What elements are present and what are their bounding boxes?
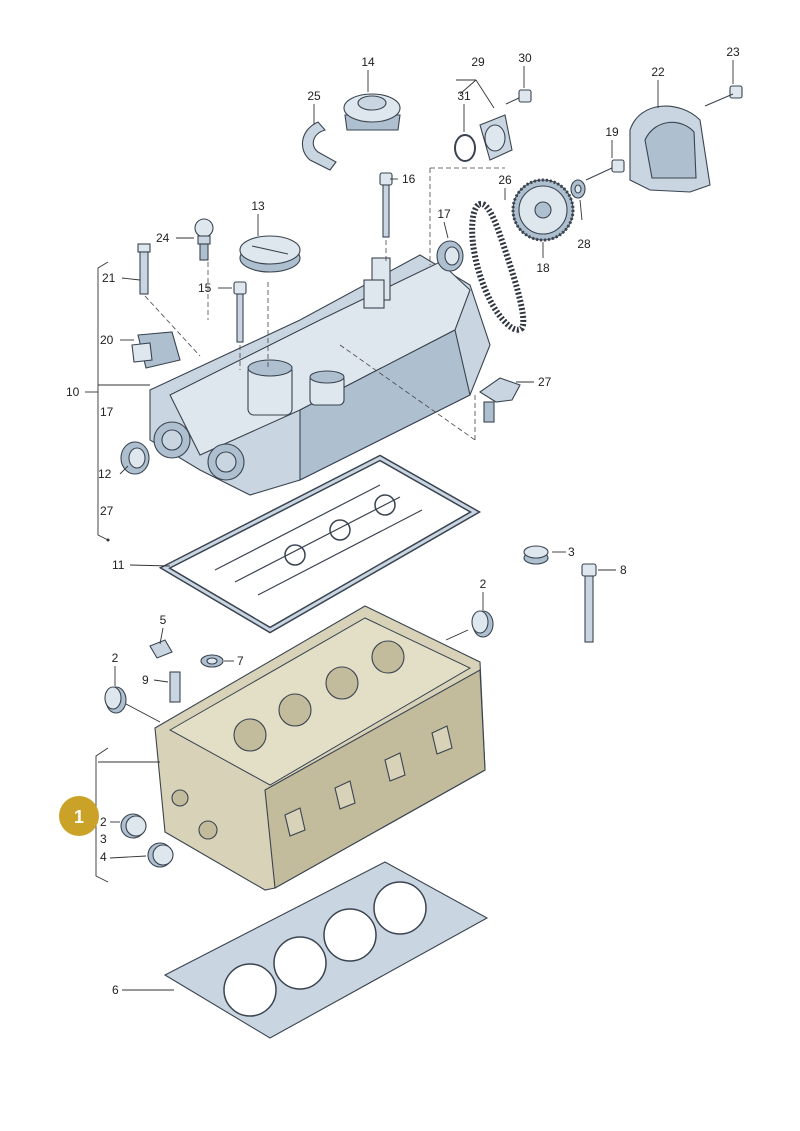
label-7: 7 (237, 654, 244, 668)
label-15: 15 (198, 281, 212, 295)
flange-29-part[interactable] (479, 114, 513, 161)
sleeve-9-part[interactable] (169, 671, 181, 703)
bolt-8-part[interactable] (581, 563, 597, 643)
cylinder-head-gasket-part[interactable] (163, 861, 489, 1039)
label-2-left: 2 (112, 651, 119, 665)
label-30: 30 (518, 51, 532, 65)
seal-ring-17-part[interactable] (436, 240, 464, 272)
toothed-belt-part[interactable] (469, 200, 527, 333)
label-11: 11 (112, 558, 125, 572)
label-27-bracket: 27 (100, 504, 114, 518)
label-12: 12 (98, 467, 112, 481)
label-3-lower: 3 (100, 832, 107, 846)
label-31: 31 (457, 89, 471, 103)
label-9: 9 (142, 673, 149, 687)
plug-2-left-part[interactable] (104, 686, 127, 714)
seal-ring-12-part[interactable] (120, 441, 150, 475)
label-17-bracket: 17 (100, 405, 114, 419)
plug-2-lower-part[interactable] (120, 813, 147, 839)
assembly-guide-lines (144, 167, 505, 441)
stud-24-part[interactable] (194, 218, 214, 261)
label-14: 14 (361, 55, 375, 69)
label-2-lower: 2 (100, 815, 107, 829)
bolt-30-part[interactable] (505, 89, 532, 105)
breather-hose-part[interactable] (301, 121, 337, 171)
label-27-sensor: 27 (538, 375, 552, 389)
oil-filler-cap-part[interactable] (343, 93, 401, 131)
cylinder-head-part[interactable] (154, 605, 486, 891)
plug-4-part[interactable] (147, 842, 174, 868)
label-21: 21 (102, 271, 116, 285)
label-13: 13 (251, 199, 265, 213)
valve-cover-gasket-part[interactable] (158, 454, 482, 634)
label-26: 26 (498, 173, 512, 187)
bolt-19-part[interactable] (585, 159, 625, 181)
label-8: 8 (620, 563, 627, 577)
label-6: 6 (112, 983, 119, 997)
valve-cover-part[interactable] (149, 254, 491, 496)
part-labels: 14 25 29 31 30 22 23 19 26 28 18 13 16 1… (66, 45, 740, 997)
seal-7-part[interactable] (200, 654, 224, 668)
label-29: 29 (471, 55, 485, 69)
camshaft-sprocket-part[interactable] (511, 178, 575, 242)
label-4: 4 (100, 850, 107, 864)
pressure-valve-20-part[interactable] (131, 331, 181, 369)
sealing-plug-3-part[interactable] (523, 545, 549, 565)
label-28: 28 (577, 237, 591, 251)
sensor-27-part[interactable] (479, 377, 521, 423)
label-18: 18 (536, 261, 550, 275)
plug-2-right-part[interactable] (471, 610, 494, 638)
stud-21-part[interactable] (137, 243, 151, 295)
label-24: 24 (156, 231, 170, 245)
highlight-marker-1[interactable]: 1 (59, 796, 99, 836)
label-10: 10 (66, 385, 80, 399)
label-3-top: 3 (568, 545, 575, 559)
label-23: 23 (726, 45, 740, 59)
bolt-23-part[interactable] (704, 85, 743, 107)
leader-lines (109, 60, 734, 991)
bolt-16-part[interactable] (379, 172, 393, 238)
bracket-10-group (85, 261, 150, 542)
label-20: 20 (100, 333, 114, 347)
seal-cap-part[interactable] (239, 235, 301, 273)
label-25: 25 (307, 89, 321, 103)
label-1: 1 (74, 807, 84, 827)
washer-28-part[interactable] (570, 179, 586, 199)
label-16: 16 (402, 172, 416, 186)
bolt-15-part[interactable] (233, 281, 247, 343)
label-2-right: 2 (480, 577, 487, 591)
label-5: 5 (160, 613, 167, 627)
pin-5-part[interactable] (149, 639, 173, 659)
label-22: 22 (651, 65, 665, 79)
label-19: 19 (605, 125, 619, 139)
label-17-top: 17 (437, 207, 451, 221)
o-ring-31-part[interactable] (454, 134, 476, 162)
timing-cover-22-part[interactable] (629, 105, 711, 193)
